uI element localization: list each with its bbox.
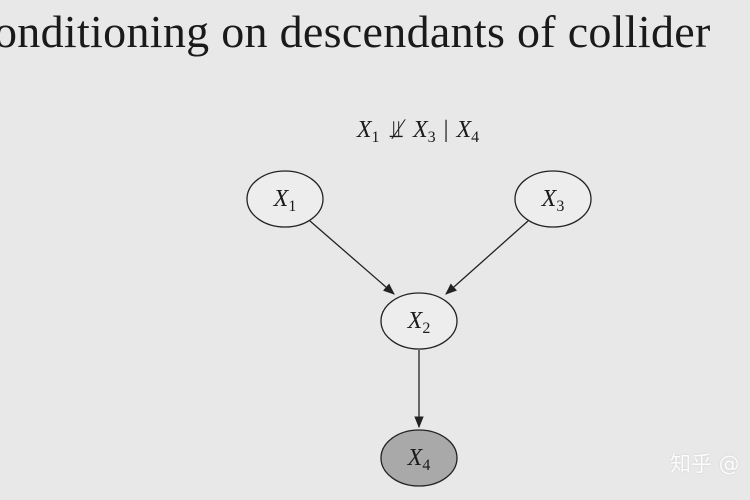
node-x1: X1 (246, 170, 324, 228)
node-x3: X3 (514, 170, 592, 228)
node-x4: X4 (380, 429, 458, 487)
edge-x3-x2 (445, 220, 529, 295)
slide-title: onditioning on descendants of collider (0, 6, 711, 57)
svg-text:X4: X4 (407, 445, 431, 474)
svg-text:X3: X3 (541, 186, 565, 215)
node-x2: X2 (380, 292, 458, 350)
independence-statement: X1⫫̸X3|X4 (356, 117, 479, 146)
svg-text:X1: X1 (273, 186, 297, 215)
watermark: 知乎 @ (670, 452, 740, 476)
edge-x1-x2 (309, 220, 395, 295)
svg-text:X2: X2 (407, 308, 431, 337)
